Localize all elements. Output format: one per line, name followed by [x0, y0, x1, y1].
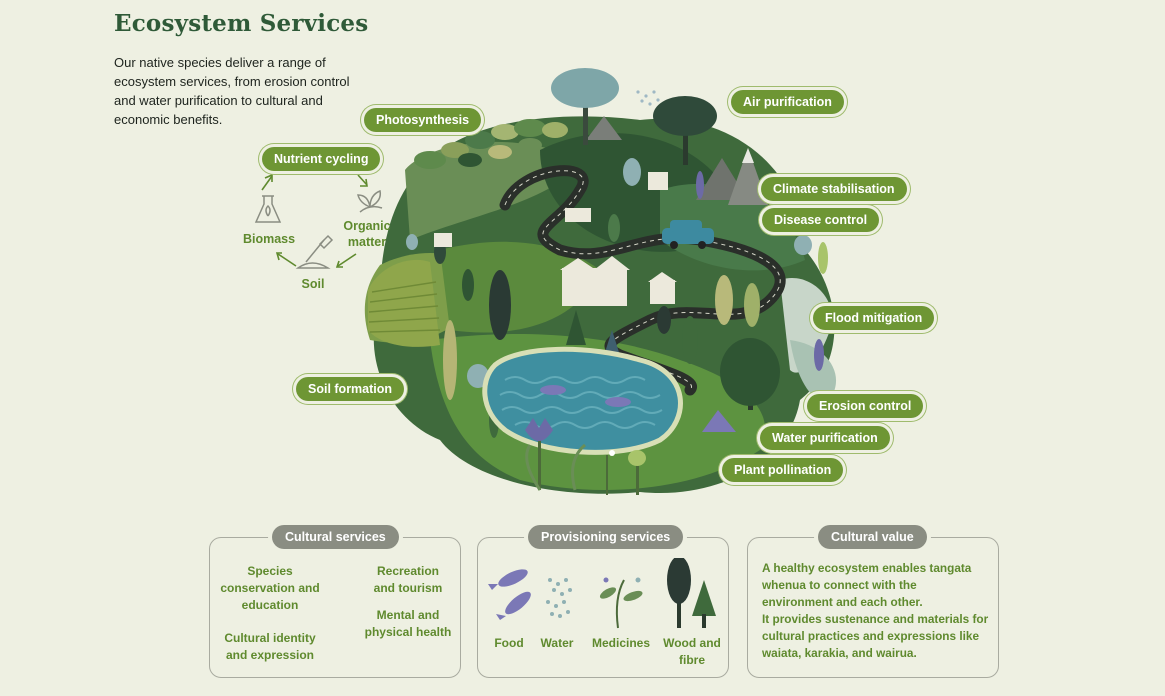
pill-water-purification: Water purification: [760, 426, 890, 450]
service-mental-health: Mental and physical health: [364, 608, 452, 639]
pill-nutrient-cycling: Nutrient cycling: [262, 147, 381, 171]
cultural-value-paragraph-2: It provides sustenance and materials for…: [762, 612, 989, 660]
fish-in-pond-icon: [482, 346, 683, 455]
provision-medicines: Medicines: [591, 636, 651, 650]
pill-climate-stabilisation: Climate stabilisation: [761, 177, 907, 201]
pill-plant-pollination: Plant pollination: [722, 458, 844, 482]
service-recreation: Recreation and tourism: [373, 564, 443, 595]
provisioning-services-heading: Provisioning services: [528, 525, 684, 549]
flower-icon: [525, 418, 646, 495]
mountain-icon: [586, 116, 768, 205]
cultural-value-heading: Cultural value: [818, 525, 927, 549]
cycle-biomass: Biomass: [242, 232, 296, 246]
provision-food: Food: [494, 636, 524, 650]
car-icon: [662, 220, 714, 249]
tent-icon: [702, 410, 736, 432]
provisioning-services-panel: Provisioning services Food Wate: [477, 525, 729, 678]
rain-drops-icon: [636, 90, 660, 106]
tree-icon: [406, 68, 828, 438]
service-cultural-identity: Cultural identity and expression: [224, 631, 316, 662]
cultural-services-heading: Cultural services: [272, 525, 399, 549]
provision-wood-fibre: Wood and fibre: [663, 636, 721, 667]
page-title: Ecosystem Services: [114, 10, 369, 37]
provision-water: Water: [540, 636, 574, 650]
service-species-conservation: Species conservation and education: [220, 564, 320, 612]
cycle-organic-matter: Organic matter: [343, 219, 391, 249]
pill-soil-formation: Soil formation: [296, 377, 405, 401]
pill-air-purification: Air purification: [731, 90, 844, 114]
cycle-soil: Soil: [301, 277, 325, 291]
intro-text: Our native species deliver a range of ec…: [114, 55, 350, 127]
pill-photosynthesis: Photosynthesis: [364, 108, 482, 132]
bush-row: [414, 119, 568, 169]
pill-disease-control: Disease control: [762, 208, 880, 232]
fish-icon: [488, 569, 531, 620]
tree-icon: [667, 558, 716, 628]
pill-flood-mitigation: Flood mitigation: [813, 306, 935, 330]
medicinal-plant-icon: [599, 577, 643, 629]
pill-erosion-control: Erosion control: [807, 394, 924, 418]
cultural-value-paragraph-1: A healthy ecosystem enables tangata when…: [762, 561, 972, 609]
flask-leaf-icon: [254, 195, 282, 223]
rain-drops-icon: [546, 578, 572, 618]
sprout-icon: [357, 189, 383, 213]
cycle-arrows: [261, 173, 368, 268]
cultural-value-text: A healthy ecosystem enables tangata when…: [762, 560, 990, 662]
shovel-soil-icon: [295, 234, 334, 269]
cultural-services-panel: Cultural services Species conservation a…: [209, 525, 461, 678]
house-icon: [434, 172, 677, 306]
cultural-value-panel: Cultural value A healthy ecosystem enabl…: [747, 525, 999, 678]
provisioning-icons: [488, 558, 716, 629]
